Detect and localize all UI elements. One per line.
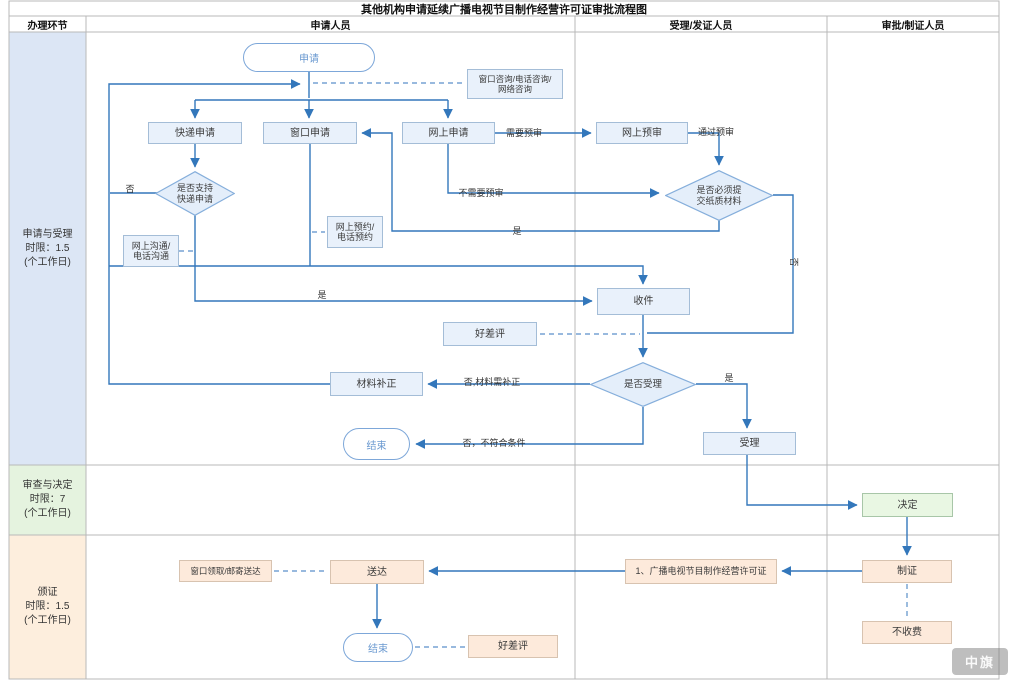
diamond-shape [155,171,235,216]
edge-label-need-preaudit: 需要预审 [505,128,543,138]
watermark-badge: 中旗 [952,648,1008,675]
edge-label-no-paper: 否 [789,257,799,267]
diamond-shape [590,362,696,407]
node-consult: 窗口咨询/电话咨询/ 网络咨询 [467,69,563,99]
diamond-accept-check-label: 是否受理 [623,379,662,390]
edge-label-reject: 否，不符合条件 [462,438,526,448]
node-online-booking: 网上预约/ 电话预约 [327,216,383,248]
diamond-support-express-label: 是否支持 快递申请 [176,182,213,204]
diamond-shape [665,170,773,221]
row-label-review-decide: 审查与决定 时限：7 (个工作日) [9,465,86,535]
swimlane-header-stage: 办理环节 [27,20,68,32]
node-make-cert: 制证 [862,560,952,583]
node-pickup: 窗口领取/邮寄送达 [179,560,272,582]
node-no-fee: 不收费 [862,621,952,644]
swimlane-header-applicant: 申请人员 [310,20,351,32]
edge-label-yes-accept: 是 [724,373,734,383]
flow-title: 其他机构申请延续广播电视节目制作经营许可证审批流程图 [361,3,647,16]
node-end-bottom-label: 结束 [368,644,388,655]
edge-label-pass-preaudit: 通过预审 [697,127,735,137]
node-online-preaudit: 网上预审 [596,122,688,144]
row-label-issue-cert: 颁证 时限：1.5 (个工作日) [9,535,86,679]
node-deliver: 送达 [330,560,424,584]
node-accept: 受理 [703,432,796,455]
node-rating-bottom: 好差评 [468,635,558,658]
swimlane-header-acceptor: 受理/发证人员 [669,20,733,32]
edge-label-no-fix: 否,材料需补正 [463,377,521,387]
diamond-must-paper-label: 是否必须提 交纸质材料 [696,184,742,206]
node-license: 1、广播电视节目制作经营许可证 [625,559,777,584]
row-label-apply-accept: 申请与受理 时限：1.5 (个工作日) [9,32,86,465]
node-online-comm: 网上沟通/ 电话沟通 [123,235,179,267]
diamond-accept-check: 是否受理 [590,362,696,407]
swimlane-header-approver: 审批/制证人员 [881,20,945,32]
node-start-label: 申请 [299,54,319,65]
diamond-must-paper: 是否必须提 交纸质材料 [665,170,773,221]
edge-label-yes-paper: 是 [512,226,522,236]
flow-lines [108,72,912,629]
node-start: 申请 [243,43,375,72]
edge-label-no-need-preaudit: 不需要预审 [458,188,504,198]
edge-label-yes-express: 是 [317,290,327,300]
dashed-lines [179,82,908,648]
node-rating-mid: 好差评 [443,322,537,346]
edge-label-no-express: 否 [125,184,135,194]
diamond-support-express: 是否支持 快递申请 [155,171,235,216]
node-end-mid-label: 结束 [366,440,387,452]
node-end-mid: 结束 [343,428,410,460]
node-express-apply: 快递申请 [148,122,242,144]
node-receive: 收件 [597,288,690,315]
node-online-apply: 网上申请 [402,122,495,144]
node-material-fix: 材料补正 [330,372,423,396]
node-window-apply: 窗口申请 [263,122,357,144]
node-decide: 决定 [862,493,953,517]
node-end-bottom: 结束 [343,633,413,662]
